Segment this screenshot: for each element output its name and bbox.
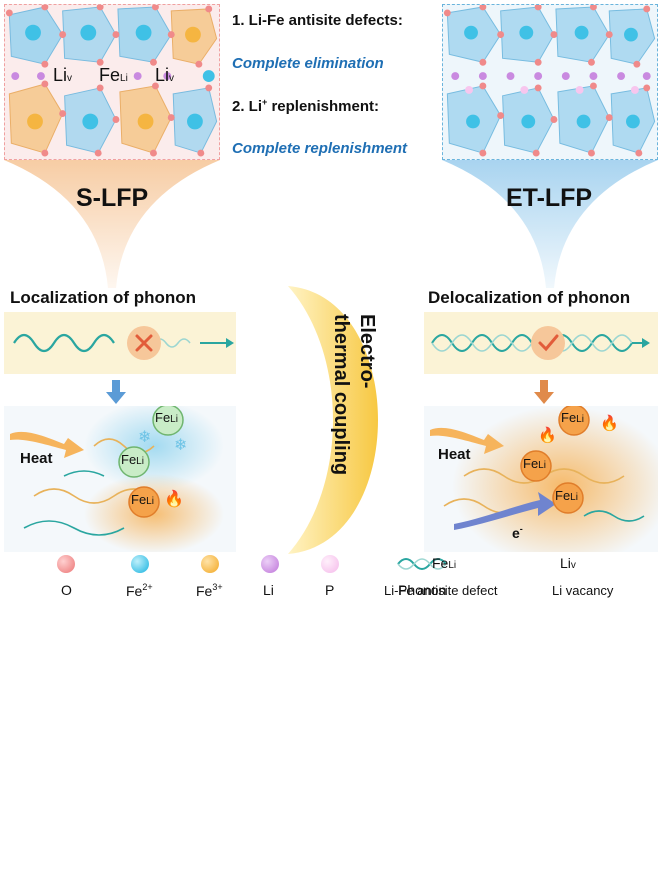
- down-arrow-icon-right: [534, 380, 554, 404]
- et-lfp-crystal-structure: [442, 4, 658, 160]
- s-lfp-crystal-illustration: [5, 5, 218, 157]
- et-lfp-heat-panel: 🔥 🔥 Heat FeLi FeLi FeLi e-: [424, 406, 658, 552]
- svg-text:🔥: 🔥: [600, 414, 619, 432]
- fe-li-right-2: FeLi: [523, 456, 546, 471]
- delocalized-phonon-strip: [424, 312, 658, 374]
- fe-li-cold-1: FeLi: [155, 410, 178, 425]
- legend-fe2-label: Fe2+: [126, 582, 153, 599]
- et-lfp-label: ET-LFP: [506, 184, 593, 212]
- center-text-rotated: Electro- thermal coupling: [298, 302, 418, 482]
- step-2-result: Complete replenishment: [232, 140, 408, 157]
- delocalization-title: Delocalization of phonon: [428, 288, 631, 307]
- fe-li-hot: FeLi: [131, 492, 154, 507]
- s-lfp-label: S-LFP: [76, 184, 149, 212]
- svg-text:🔥: 🔥: [164, 489, 184, 508]
- localized-phonon-wave: [13, 326, 234, 360]
- step-2-title: 2. Li+ replenishment:: [232, 97, 379, 115]
- electro-thermal-coupling-arc: [248, 286, 398, 554]
- svg-text:🔥: 🔥: [538, 426, 557, 444]
- electron-label: e-: [512, 524, 523, 541]
- legend-o-label: O: [61, 582, 72, 598]
- center-line-2-3: thermal coupling: [330, 314, 352, 476]
- legend-li-label: Li: [263, 582, 274, 598]
- center-line-1: Electro-: [356, 314, 378, 389]
- localization-title: Localization of phonon: [10, 288, 197, 307]
- legend-phonon-label: Phonon: [398, 582, 447, 598]
- fe-li-cold-2: FeLi: [121, 452, 144, 467]
- s-lfp-crystal-structure: Liv FeLi Liv: [4, 4, 220, 160]
- et-lfp-crystal-illustration: [443, 5, 656, 157]
- li-vacancy-label: Liv: [53, 65, 73, 85]
- li-vacancy-label-2: Liv: [155, 65, 175, 85]
- center-arc-shape: [288, 286, 378, 554]
- heat-label-left: Heat: [20, 450, 53, 467]
- fe-li-antisite-label: FeLi: [99, 65, 128, 85]
- step-1-title: 1. Li-Fe antisite defects:: [232, 12, 403, 29]
- localized-phonon-strip: [4, 312, 236, 374]
- et-lfp-heat-illustration: 🔥 🔥: [430, 406, 658, 552]
- s-lfp-funnel: [4, 160, 220, 288]
- delocalized-phonon-wave: [431, 326, 650, 360]
- legend-vacancy-symbol: Liv: [560, 555, 576, 571]
- legend-antisite-label: Li-Fe antisite defect: [384, 583, 498, 598]
- legend-p-label: P: [325, 582, 335, 598]
- s-lfp-heat-illustration: ❄ ❄ 🔥: [10, 406, 224, 552]
- legend-fe3-label: Fe3+: [196, 582, 223, 599]
- heat-label-right: Heat: [438, 446, 471, 463]
- svg-text:❄: ❄: [174, 435, 187, 454]
- legend-symbols: [57, 555, 447, 573]
- legend-antisite-symbol: FeLi: [432, 555, 457, 571]
- down-arrow-icon: [106, 380, 126, 404]
- fe-li-right-3: FeLi: [555, 488, 578, 503]
- step-1-result: Complete elimination: [232, 55, 384, 72]
- legend-vacancy-label: Li vacancy: [552, 583, 614, 598]
- s-lfp-heat-panel: ❄ ❄ 🔥 Heat FeLi FeLi FeLi: [4, 406, 236, 552]
- et-lfp-funnel: [442, 160, 658, 288]
- svg-text:❄: ❄: [138, 427, 151, 446]
- fe-li-right-1: FeLi: [561, 410, 584, 425]
